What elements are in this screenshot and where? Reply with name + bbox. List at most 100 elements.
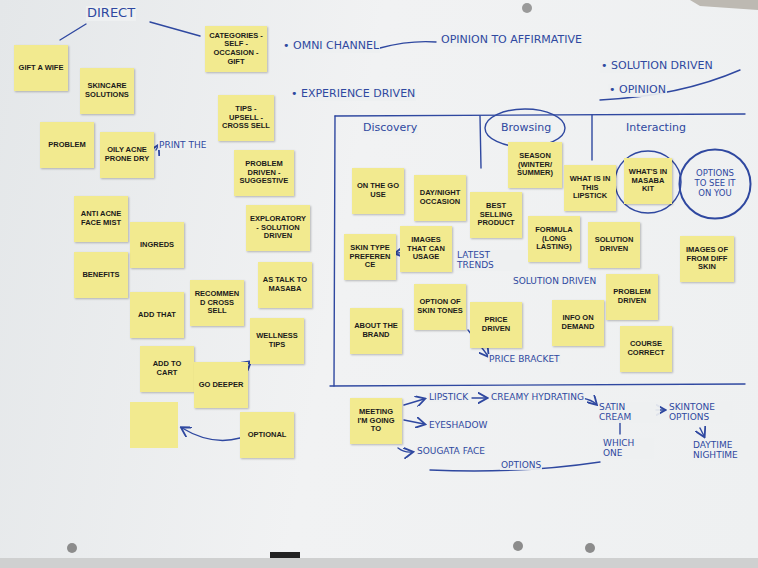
magnet: [522, 3, 532, 13]
handwritten-note: EYESHADOW: [428, 420, 488, 430]
column-heading: Interacting: [625, 122, 687, 135]
note-text: BEST SELLING PRODUCT: [473, 202, 519, 228]
note-text: DAY/NIGHT OCCASION: [417, 189, 463, 206]
sticky-note: INFO ON DEMAND: [552, 300, 604, 346]
handwritten-note: • SOLUTION DRIVEN: [600, 60, 714, 73]
circle-mark: [615, 151, 681, 213]
sticky-note: WELLNESS TIPS: [250, 318, 304, 364]
marker-tray: [0, 558, 758, 568]
sticky-note: SEASON (WINTER/ SUMMER): [508, 142, 562, 188]
sticky-note: ON THE GO USE: [352, 168, 404, 214]
sticky-note: RECOMMEND CROSS SELL: [190, 280, 244, 326]
handwritten-note: LIPSTICK: [428, 392, 469, 402]
arrow-mark: [398, 448, 412, 452]
magnet: [585, 543, 595, 553]
note-text: BENEFITS: [82, 271, 119, 280]
sticky-note: IMAGES OF FROM DIFF SKIN: [680, 236, 734, 282]
note-text: SOLUTION DRIVEN: [591, 236, 637, 253]
sticky-note: SOLUTION DRIVEN: [588, 222, 640, 268]
note-text: GO DEEPER: [199, 381, 244, 390]
note-text: TIPS - UPSELL - CROSS SELL: [221, 105, 271, 131]
handwritten-note: DAYTIME NIGHTIME: [692, 440, 750, 461]
column-heading: Discovery: [362, 122, 418, 135]
sticky-note: GO DEEPER: [194, 362, 248, 408]
sticky-note: ABOUT THE BRAND: [350, 308, 402, 354]
sticky-note: OPTION OF SKIN TONES: [414, 284, 466, 330]
note-text: IMAGES THAT CAN USAGE: [403, 236, 449, 262]
arrow-mark: [182, 428, 240, 440]
note-text: RECOMMEND CROSS SELL: [193, 290, 241, 316]
note-text: GIFT A WIFE: [19, 64, 64, 73]
table-line: [335, 114, 745, 116]
note-text: FORMULA (LONG LASTING): [531, 226, 577, 252]
table-line: [591, 115, 592, 160]
note-text: SKIN TYPE PREFERENCE: [347, 244, 393, 270]
note-text: OILY ACNE PRONE DRY: [103, 146, 151, 163]
note-text: SKINCARE SOLUTIONS: [83, 82, 131, 99]
note-text: PROBLEM DRIVEN - SUGGESTIVE: [237, 160, 291, 186]
note-text: ON THE GO USE: [355, 182, 401, 199]
sticky-note: ADD THAT: [130, 292, 184, 338]
handwritten-note: • EXPERIENCE DRIVEN: [290, 88, 416, 101]
handwritten-note: SOUGATA FACE: [416, 446, 486, 456]
sticky-note: PROBLEM DRIVEN - SUGGESTIVE: [234, 150, 294, 196]
note-text: ADD TO CART: [143, 360, 191, 377]
handwritten-note: LATEST TRENDS: [456, 250, 528, 271]
note-text: COURSE CORRECT: [623, 340, 669, 357]
note-text: INGREDS: [140, 241, 174, 250]
note-text: INFO ON DEMAND: [555, 314, 601, 331]
note-text: WHAT'S IN MASABA KIT: [627, 168, 669, 194]
sticky-note: MEETING I'M GOING TO: [350, 398, 402, 444]
magnet: [67, 543, 77, 553]
note-text: OPTIONS TO SEE IT ON YOU: [690, 169, 740, 198]
handwritten-note: CREAMY HYDRATING: [490, 392, 585, 402]
sticky-note: TIPS - UPSELL - CROSS SELL: [218, 95, 274, 141]
note-text: ABOUT THE BRAND: [353, 322, 399, 339]
wall: [690, 0, 758, 10]
bracket-line: [380, 42, 436, 48]
handwritten-note: OPTIONS: [500, 460, 542, 470]
handwritten-note: SKINTONE OPTIONS: [668, 402, 732, 423]
handwritten-note: OPINION TO AFFIRMATIVE: [440, 34, 583, 47]
column-heading: Browsing: [500, 122, 552, 135]
bracket-line: [600, 70, 740, 100]
note-text: WELLNESS TIPS: [253, 332, 301, 349]
sticky-note: OPTIONAL: [240, 412, 294, 458]
sticky-note: OILY ACNE PRONE DRY: [100, 132, 154, 178]
sticky-note: IMAGES THAT CAN USAGE: [400, 226, 452, 272]
sticky-note: GIFT A WIFE: [14, 45, 68, 91]
note-text: WHAT IS IN THIS LIPSTICK: [567, 175, 613, 201]
sticky-note: ANTI ACNE FACE MIST: [74, 196, 128, 242]
sticky-note: COURSE CORRECT: [620, 326, 672, 372]
sticky-note: SKINCARE SOLUTIONS: [80, 68, 134, 114]
arrow-mark: [404, 420, 424, 424]
sticky-note: BEST SELLING PRODUCT: [470, 192, 522, 238]
handwritten-note: PRINT THE: [158, 140, 207, 150]
arrow-mark: [404, 399, 424, 405]
pointer-line: [60, 24, 86, 40]
note-text: OPTIONAL: [248, 431, 287, 440]
handwritten-note: • OPINION: [608, 84, 667, 97]
magnet: [513, 541, 523, 551]
handwritten-note: • OMNI CHANNEL: [282, 40, 380, 53]
sticky-note: WHAT IS IN THIS LIPSTICK: [564, 165, 616, 211]
sticky-note: DAY/NIGHT OCCASION: [414, 175, 466, 221]
note-text: IMAGES OF FROM DIFF SKIN: [683, 246, 731, 272]
handwritten-note: DIRECT: [86, 6, 136, 21]
pointer-line: [150, 22, 200, 36]
note-text: ADD THAT: [138, 311, 176, 320]
handwritten-note: SOLUTION DRIVEN: [512, 276, 597, 286]
handwritten-note: WHICH ONE: [602, 438, 654, 459]
sticky-note: PRICE DRIVEN: [470, 302, 522, 348]
table-line: [330, 384, 745, 386]
note-text: PROBLEM DRIVEN: [609, 288, 655, 305]
table-line: [480, 116, 481, 168]
sticky-note: BENEFITS: [74, 252, 128, 298]
note-text: ANTI ACNE FACE MIST: [77, 210, 125, 227]
sticky-note: ADD TO CART: [140, 346, 194, 392]
sticky-note: PROBLEM: [40, 122, 94, 168]
handwritten-note: SATIN CREAM: [598, 402, 660, 423]
note-text: MEETING I'M GOING TO: [353, 408, 399, 434]
note-text: PROBLEM: [48, 141, 86, 150]
